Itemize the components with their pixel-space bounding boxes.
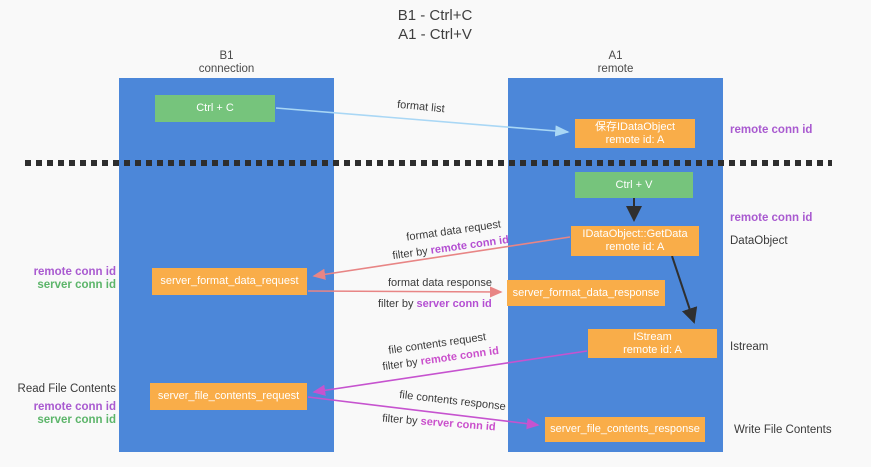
annotation-left2-server-conn-id: server conn id [37, 414, 116, 426]
save-idataobject-line1: 保存IDataObject [594, 120, 676, 133]
server-file-contents-request-label: server_file_contents_request [157, 390, 300, 402]
save-idataobject-box: 保存IDataObject remote id: A [575, 119, 695, 148]
title-line-2: A1 - Ctrl+V [398, 26, 472, 43]
file-response-filter-label: filter by server conn id [382, 413, 496, 434]
ctrl-c-label: Ctrl + C [196, 102, 234, 114]
arrow-format-data-response [307, 286, 503, 298]
format-list-label: format list [397, 99, 446, 116]
server-conn-id-highlight: server conn id [420, 415, 497, 434]
lane-header-a1: A1 remote [508, 50, 723, 76]
server-format-data-response-box: server_format_data_response [507, 280, 665, 306]
idataobject-getdata-line2: remote id: A [605, 241, 665, 253]
annotation-left-remote-conn-id: remote conn id [33, 266, 116, 278]
server-conn-id-highlight: server conn id [416, 298, 492, 310]
idataobject-getdata-line1: IDataObject::GetData [582, 228, 688, 240]
filter-by-text: filter by [378, 298, 414, 310]
istream-box: IStream remote id: A [588, 329, 717, 358]
format-list-text: format list [396, 98, 446, 116]
lane-a1-title: A1 [608, 50, 623, 62]
annotation-read-file-contents: Read File Contents [17, 383, 116, 395]
annotation-istream: Istream [730, 341, 769, 353]
lane-header-b1: B1 connection [119, 50, 334, 76]
diagram-title: B1 - Ctrl+C A1 - Ctrl+V [340, 6, 530, 44]
server-format-data-request-label: server_format_data_request [160, 275, 299, 287]
annotation-remote-conn-id-top: remote conn id [730, 124, 813, 136]
filter-by-text: filter by [381, 412, 419, 428]
file-contents-response-text: file contents response [398, 388, 507, 414]
title-line-1: B1 - Ctrl+C [397, 7, 473, 24]
server-format-data-request-box: server_format_data_request [152, 268, 307, 295]
file-contents-response-label: file contents response [399, 389, 507, 413]
lane-a1-subtitle: remote [597, 63, 634, 75]
server-file-contents-request-box: server_file_contents_request [150, 383, 307, 410]
annotation-write-file-contents: Write File Contents [734, 424, 832, 436]
ctrl-v-label: Ctrl + V [615, 178, 653, 191]
save-idataobject-line2: remote id: A [605, 133, 665, 146]
format-response-filter-label: filter by server conn id [378, 298, 492, 310]
istream-line2: remote id: A [623, 343, 682, 356]
server-file-contents-response-label: server_file_contents_response [550, 423, 700, 435]
annotation-remote-conn-id-mid: remote conn id [730, 212, 813, 224]
annotation-left2-remote-conn-id: remote conn id [33, 401, 116, 413]
server-format-data-response-label: server_format_data_response [512, 286, 660, 299]
annotation-left-server-conn-id: server conn id [37, 279, 116, 291]
idataobject-getdata-box: IDataObject::GetData remote id: A [571, 226, 699, 256]
lane-b1-subtitle: connection [198, 63, 255, 75]
format-data-response-text: format data response [388, 277, 492, 289]
lane-b1-title: B1 [219, 50, 234, 62]
ctrl-v-box: Ctrl + V [575, 172, 693, 198]
filter-by-text: filter by [391, 245, 429, 263]
annotation-dataobject: DataObject [730, 235, 788, 247]
phase-separator-dashed-line [25, 160, 832, 166]
ctrl-c-box: Ctrl + C [155, 95, 275, 122]
format-data-response-label: format data response [388, 277, 492, 289]
server-file-contents-response-box: server_file_contents_response [545, 417, 705, 442]
istream-line1: IStream [633, 330, 672, 343]
filter-by-text: filter by [381, 356, 419, 374]
